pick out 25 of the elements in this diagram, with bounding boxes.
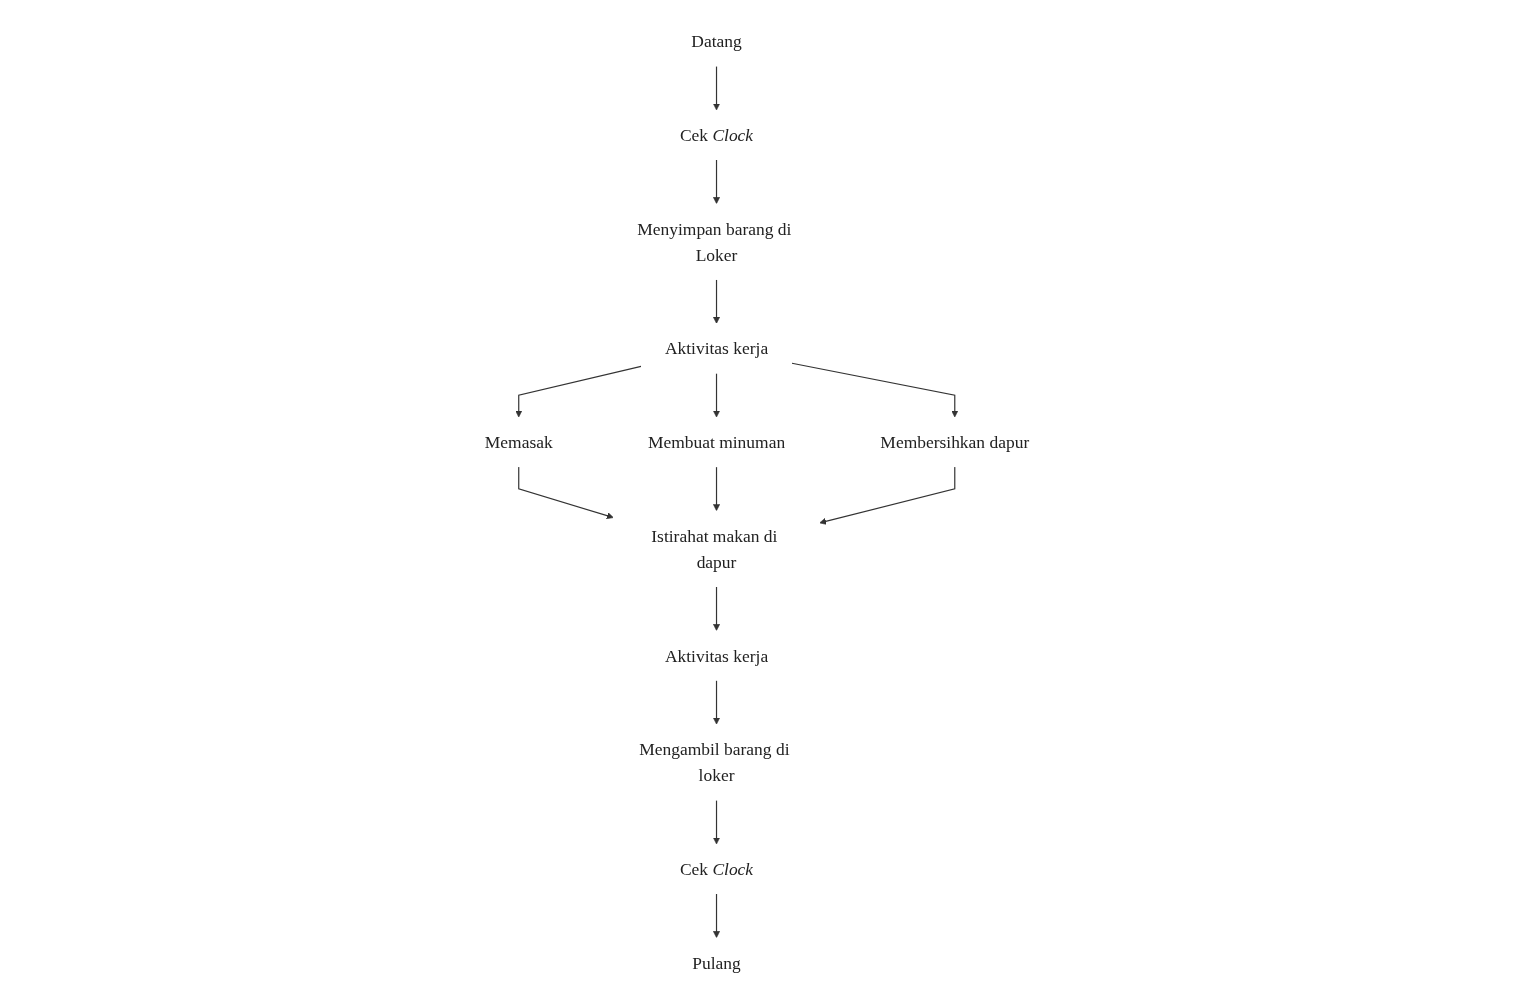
node-text: Datang (691, 31, 742, 52)
node-text: Aktivitas kerja (664, 645, 769, 666)
node-text: Aktivitas kerja (664, 338, 769, 359)
arrow (713, 159, 720, 204)
arrow (713, 65, 720, 111)
arrow (515, 365, 642, 418)
arrow (713, 679, 720, 725)
arrow (713, 893, 720, 938)
arrow (819, 466, 956, 525)
node-text: Istirahat makan di dapur (651, 525, 778, 572)
node-text: Cek Clock (679, 859, 754, 879)
node-text: Mengambil barang di loker (639, 739, 790, 786)
node-text: Memasak (484, 432, 553, 453)
arrow (713, 799, 720, 845)
node-text: Menyimpan barang di Loker (637, 218, 792, 265)
node-text: Membuat minuman (647, 432, 786, 453)
arrow (713, 466, 720, 512)
arrow (518, 466, 614, 520)
arrow (713, 372, 720, 418)
node-text: Pulang (692, 952, 741, 973)
arrow (713, 279, 720, 324)
arrow (713, 586, 720, 631)
arrow (791, 362, 959, 418)
node-text: Membersihkan dapur (880, 432, 1030, 453)
node-text: Cek Clock (679, 125, 754, 145)
